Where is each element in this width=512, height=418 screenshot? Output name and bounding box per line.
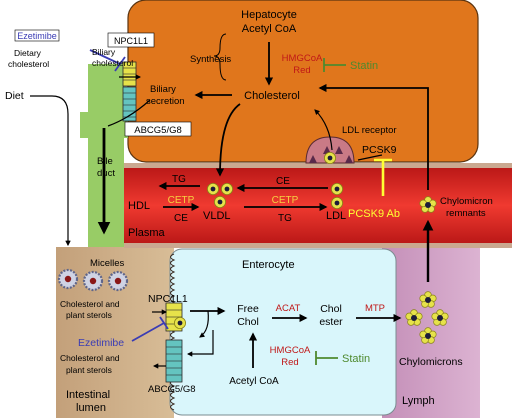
micelle-3 xyxy=(107,270,129,292)
chol-ester-line1: Chol xyxy=(320,303,342,315)
bile-duct-line2: duct xyxy=(97,168,115,179)
ldl-uptake-arrow xyxy=(314,109,333,151)
chol-plant-top-line1: Cholesterol and xyxy=(60,299,120,309)
gut-acetyl-coa: Acetyl CoA xyxy=(229,376,279,387)
lymph-label: Lymph xyxy=(402,395,435,407)
ezetimibe-gut-label: Ezetimibe xyxy=(78,337,124,349)
hdl-label: HDL xyxy=(128,200,150,212)
ldl-particle-1 xyxy=(330,182,344,196)
abcg-gut-label: ABCG5/G8 xyxy=(148,384,196,395)
free-chol-line2: Chol xyxy=(237,316,259,328)
chol-plant-bottom-line1: Cholesterol and xyxy=(60,353,120,363)
abcg5g8-gut-transporter xyxy=(165,339,183,383)
vldl-label: VLDL xyxy=(203,210,231,222)
chol-ester-line2: ester xyxy=(319,316,343,328)
abcg-liver-label-box xyxy=(124,121,192,137)
synthesis-label: Synthesis xyxy=(190,54,231,65)
vldl-particle-2 xyxy=(220,182,234,196)
ldl-particle-2 xyxy=(330,196,344,210)
pcsk9-label: PCSK9 xyxy=(362,144,397,156)
pcsk9-ab-label: PCSK9 Ab xyxy=(348,208,400,220)
npc1l1-bound-particle xyxy=(173,316,187,330)
abcg-liver-label: ABCG5/G8 xyxy=(134,125,182,136)
liver-cholesterol-label: Cholesterol xyxy=(244,90,300,102)
remnant-to-cholesterol-arrow xyxy=(318,83,429,190)
gut-hmgcoa-label: HMGCoA xyxy=(270,345,311,356)
ezetimibe-liver-label-box xyxy=(14,29,60,42)
secretion-to-bile-line xyxy=(107,99,151,127)
free-chol-branch-arrow xyxy=(199,310,209,338)
hepatocyte-title: Hepatocyte xyxy=(241,9,297,21)
mtp-label: MTP xyxy=(365,303,385,314)
efflux-arrow xyxy=(186,330,214,357)
ezetimibe-gut-inhibitor xyxy=(131,316,169,342)
tg-bottom-label: TG xyxy=(278,213,292,224)
ezetimibe-liver-inhibitor xyxy=(89,49,126,72)
endothelium-top xyxy=(124,163,512,168)
diet-arrow xyxy=(30,95,71,247)
micelle-2 xyxy=(82,270,104,292)
micelle-1 xyxy=(57,268,79,290)
microvilli xyxy=(170,253,176,411)
chylomicrons-label: Chylomicrons xyxy=(399,356,463,368)
synthesis-brace xyxy=(213,33,227,81)
chylomicron-remnants-line1: Chylomicron xyxy=(440,196,493,207)
dietary-cholesterol-line2: cholesterol xyxy=(8,59,49,69)
micelles-label: Micelles xyxy=(90,258,125,269)
ldl-receptor-label: LDL receptor xyxy=(342,125,397,136)
statin-gut-inhibitor xyxy=(315,351,338,365)
cholesterol-to-vldl-arrow xyxy=(215,103,241,177)
cetp-left-label: CETP xyxy=(168,195,195,206)
pcsk9-to-receptor-line xyxy=(357,154,383,161)
ldl-label: LDL xyxy=(326,210,346,222)
free-chol-line1: Free xyxy=(237,303,259,315)
pcsk9-ab-inhibitor xyxy=(374,158,392,196)
intestinal-lumen-line1: Intestinal xyxy=(66,389,110,401)
abcg5g8-liver-transporter xyxy=(122,86,137,122)
plasma-region xyxy=(124,163,512,248)
liver-statin-label: Statin xyxy=(350,60,378,72)
gut-red-label: Red xyxy=(281,357,298,368)
ce-bottom-label: CE xyxy=(174,213,188,224)
ce-top-label: CE xyxy=(276,176,290,187)
plasma-label: Plasma xyxy=(128,227,166,239)
bile-duct-region xyxy=(88,64,124,252)
cetp-right-label: CETP xyxy=(272,195,299,206)
chol-plant-top-line2: plant sterols xyxy=(66,310,112,320)
chol-plant-bottom-line2: plant sterols xyxy=(66,365,112,375)
biliary-secretion-line1: Biliary xyxy=(150,84,176,95)
liver-hmgcoa-label: HMGCoA xyxy=(282,53,323,64)
enterocyte-region xyxy=(169,248,397,416)
chylomicron-remnants-line2: remnants xyxy=(446,208,486,219)
ldl-particle-receptor xyxy=(323,151,337,165)
biliary-chol-line2: cholesterol xyxy=(92,58,133,68)
npc1l1-liver-label-box xyxy=(107,32,155,48)
tg-top-label: TG xyxy=(172,174,186,185)
hepatocyte-region xyxy=(127,0,479,163)
liver-acetyl-coa: Acetyl CoA xyxy=(242,23,297,35)
gut-statin-label: Statin xyxy=(342,353,370,365)
npc1l1-liver-label: NPC1L1 xyxy=(114,36,148,46)
bile-duct-line1: Bile xyxy=(97,156,113,167)
liver-red-label: Red xyxy=(293,65,310,76)
intestinal-lumen-line2: lumen xyxy=(76,402,106,414)
ldl-receptor-icon xyxy=(309,146,353,163)
npc1l1-liver-transporter xyxy=(122,61,137,87)
ezetimibe-liver-label: Ezetimibe xyxy=(17,31,57,41)
statin-liver-inhibitor xyxy=(323,58,346,72)
biliary-chol-line1: Biliary xyxy=(92,47,116,57)
vldl-particle-3 xyxy=(213,195,227,209)
endothelium-bottom xyxy=(124,243,512,248)
diet-label: Diet xyxy=(5,90,24,102)
biliary-secretion-line2: secretion xyxy=(146,96,185,107)
dietary-cholesterol-line1: Dietary xyxy=(14,48,42,58)
acat-label: ACAT xyxy=(276,303,301,314)
npc1l1-gut-label: NPC1L1 xyxy=(148,293,188,305)
enterocyte-label: Enterocyte xyxy=(242,259,295,271)
vldl-particle-1 xyxy=(206,182,220,196)
